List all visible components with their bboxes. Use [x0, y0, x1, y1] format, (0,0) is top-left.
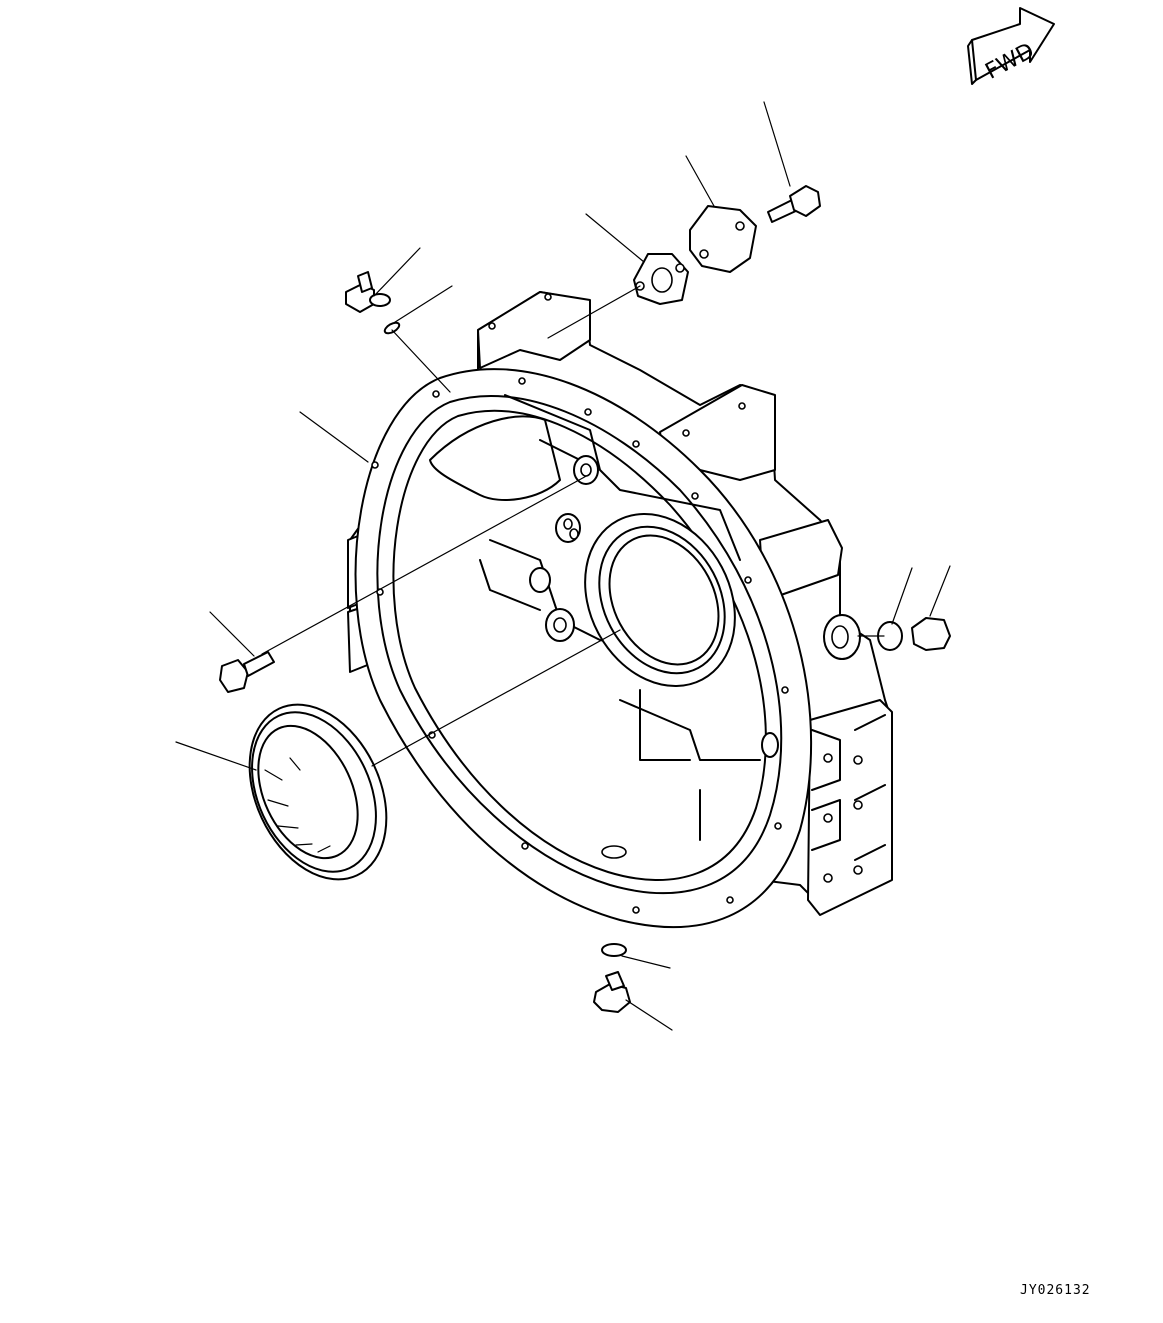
drawing-code: JY026132 [1020, 1283, 1091, 1298]
mounting-bolt-left [219, 651, 275, 693]
gasket [633, 253, 689, 305]
plug-right [877, 617, 951, 651]
forward-arrow-icon: FWD [967, 7, 1055, 85]
oil-seal [248, 703, 388, 881]
leader-lines [175, 101, 951, 1031]
drain-plug [593, 943, 631, 1013]
fwd-label: FWD [981, 39, 1038, 85]
flywheel-housing [347, 291, 893, 929]
cover-plate [689, 205, 757, 273]
cover-bolt [767, 185, 821, 223]
bolt-top [345, 271, 401, 335]
